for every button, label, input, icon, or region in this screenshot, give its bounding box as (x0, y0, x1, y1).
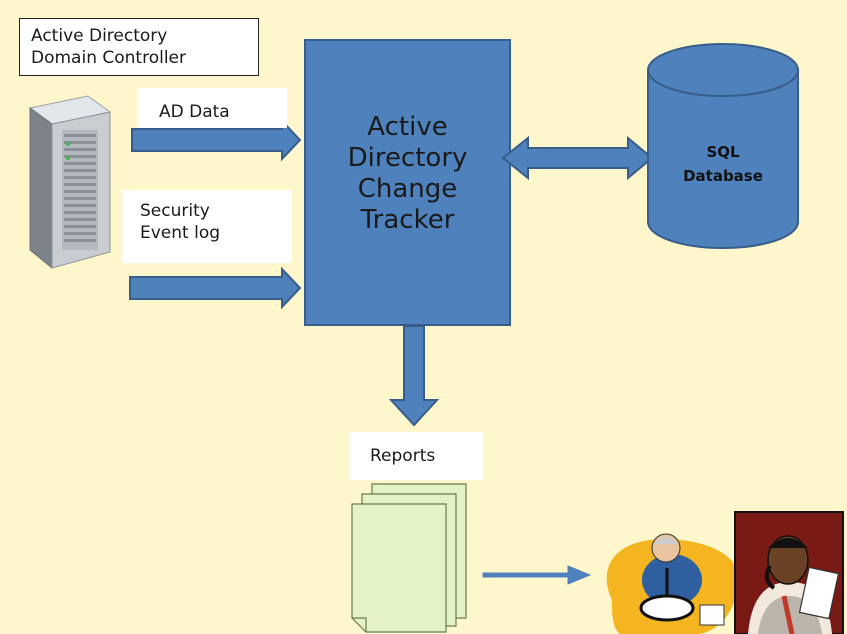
output-arrow (482, 565, 592, 585)
tracker-line3: Change (357, 174, 458, 204)
tracker-line2: Directory (347, 143, 468, 173)
tracker-line4: Tracker (360, 205, 455, 235)
ad-data-label-text: AD Data (159, 102, 230, 122)
analyst-clipart-icon (606, 533, 738, 634)
tracker-box (304, 39, 511, 326)
database-line1: SQL (706, 143, 740, 161)
domain-controller-label: Active Directory Domain Controller (19, 18, 259, 76)
security-log-arrow (129, 266, 302, 310)
security-event-log-line1: Security (140, 201, 210, 221)
tracker-line1: Active (367, 112, 448, 142)
database-icon (647, 43, 799, 249)
db-sync-arrow (501, 135, 654, 181)
reports-icon (351, 483, 467, 633)
reports-label-text: Reports (370, 446, 436, 466)
domain-controller-label-line2: Domain Controller (31, 48, 186, 68)
security-event-log-line2: Event log (140, 223, 221, 243)
reports-arrow (388, 325, 440, 427)
tracker-title: Active Directory Change Tracker (305, 40, 510, 325)
domain-controller-label-line1: Active Directory (31, 26, 168, 46)
security-event-log-label: Security Event log (122, 190, 292, 263)
database-label: SQL Database (648, 140, 798, 188)
reports-label: Reports (350, 432, 483, 480)
server-icon (28, 95, 112, 270)
ad-data-label: AD Data (137, 88, 287, 128)
database-line2: Database (683, 167, 763, 185)
manager-clipart-icon (734, 511, 844, 634)
